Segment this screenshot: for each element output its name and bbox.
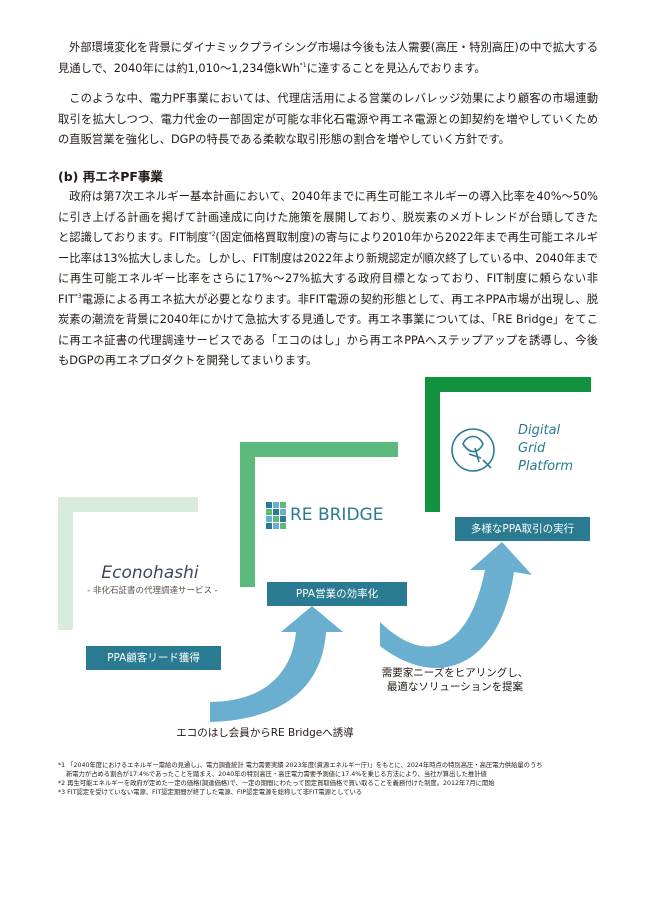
dgp-name-line2: Grid [518,441,546,456]
footnote-1b: 新電力が占める割合が17.4%であったことを踏まえ、2040年の特別高圧・高圧電… [66,771,487,778]
section-heading: (b) 再エネPF事業 [58,169,163,184]
econohashi-subtitle: - 非化石証書の代理調達サービス - [87,586,218,596]
dgp-name-line1: Digital [518,423,561,438]
paragraph-pf-policy: このような中、電力PF事業においては、代理店活用による営業のレバレッジ効果により… [58,92,598,146]
arrow-to-rebridge-icon [210,606,343,722]
step1-corner [58,497,198,630]
footnote-ref-3: *3 [74,292,82,300]
econohashi-name: Econohashi [101,563,199,583]
footnote-ref-2: *2 [208,231,216,238]
caption-left: エコのはし会員からRE Bridgeへ誘導 [176,727,354,739]
footnote-1a: *1 「2040年度におけるエネルギー需給の見通し」、電力調査統計 電力需要実績… [58,762,543,769]
footnote-ref-1: *1 [299,61,307,69]
step3-corner [425,377,591,512]
arrow-to-dgp-icon [380,542,532,668]
paragraph-renewable-pf: 政府は第7次エネルギー基本計画において、2040年までに再生可能エネルギーの導入… [58,190,598,367]
dgp-logo-icon [451,428,495,472]
rebridge-name: RE BRIDGE [290,505,384,525]
step-diagram: Econohashi - 非化石証書の代理調達サービス - RE BRIDGE … [0,370,648,750]
rebridge-logo-icon [266,502,286,529]
footnote-3: *3 FIT認定を受けていない電源、FIT認定期間が終了した電源、FIP認定電源… [58,789,363,796]
caption-right-line1: 需要家ニーズをヒアリングし、 [381,667,529,679]
caption-right-line2: 最適なソリューションを提案 [386,681,524,693]
ppa-execution-label: 多様なPPA取引の実行 [455,517,590,541]
footnote-2: *2 再生可能エネルギーを政府が定めた一定の価格(調達価格)で、一定の期間にわた… [58,780,495,787]
ppa-lead-label: PPA顧客リード獲得 [86,646,221,670]
paragraph-market-outlook: 外部環境変化を背景にダイナミックプライシング市場は今後も法人需要(高圧・特別高圧… [58,41,598,75]
ppa-efficiency-label: PPA営業の効率化 [267,582,407,606]
dgp-name-line3: Platform [518,459,574,474]
step-diagram-graphics [58,377,591,722]
step2-corner [240,442,398,587]
